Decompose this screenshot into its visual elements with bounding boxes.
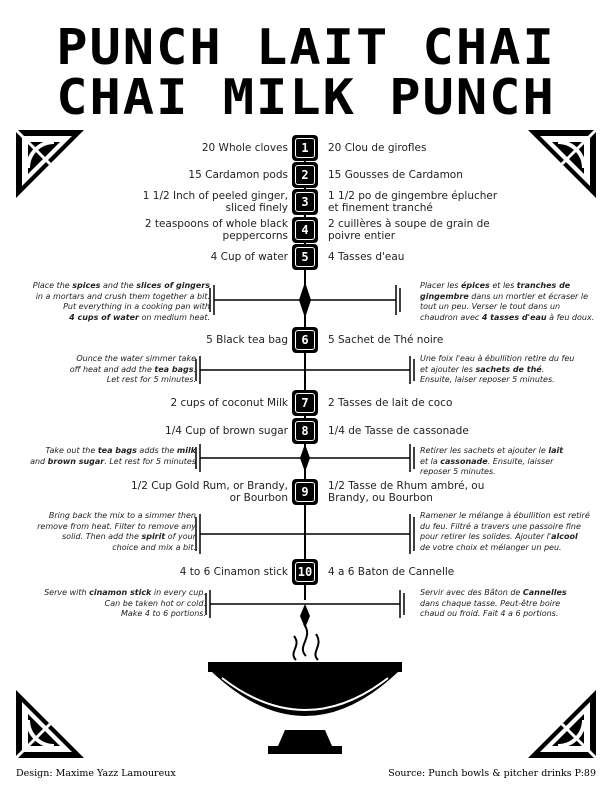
step-number-badge: 2 — [292, 162, 318, 188]
ingredient-french: 2 cuillères à soupe de grain de poivre e… — [328, 218, 490, 242]
ingredient-english: 20 Whole cloves — [201, 142, 288, 154]
step-number: 8 — [295, 421, 315, 441]
ingredient-english: 2 cups of coconut Milk — [170, 397, 288, 409]
punch-bowl-icon — [208, 662, 402, 754]
ingredient-french: 4 a 6 Baton de Cannelle — [328, 566, 455, 578]
ingredient-french: 20 Clou de girofles — [328, 142, 427, 154]
ingredient-english: 1 1/2 Inch of peeled ginger, sliced fine… — [142, 190, 288, 214]
step-number: 9 — [295, 482, 315, 502]
corner-ornament-bottom-right — [528, 690, 598, 760]
ingredient-english: 4 Cup of water — [210, 251, 288, 263]
ingredient-french: 1 1/2 po de gingembre éplucher et fineme… — [328, 190, 498, 214]
step-number-badge: 5 — [292, 244, 318, 270]
footer-design-credit: Design: Maxime Yazz Lamoureux — [16, 768, 176, 779]
step-number: 1 — [295, 138, 315, 158]
step-number: 5 — [295, 247, 315, 267]
ingredient-french: 15 Gousses de Cardamon — [328, 169, 463, 181]
ingredient-french: 1/4 de Tasse de cassonade — [328, 425, 469, 437]
instruction-french: Ramener le mélange à ébullition est reti… — [420, 511, 590, 552]
instruction-english: Place the spices and the slices of ginge… — [32, 281, 210, 322]
branch-4 — [195, 514, 415, 554]
corner-ornament-top-left — [14, 128, 84, 198]
steam-icon — [292, 623, 320, 661]
branch-2 — [195, 356, 415, 384]
ingredient-english: 15 Cardamon pods — [188, 169, 288, 181]
instruction-french: Une foix l'eau à ébullition retire du fe… — [420, 354, 575, 384]
step-number-badge: 8 — [292, 418, 318, 444]
step-number: 7 — [295, 393, 315, 413]
branch-1 — [209, 285, 401, 315]
step-number: 6 — [295, 330, 315, 350]
step-number: 10 — [295, 562, 315, 582]
ingredient-english: 1/4 Cup of brown sugar — [165, 425, 288, 437]
title-french: PUNCH LAIT CHAI — [56, 19, 556, 77]
ingredient-english: 5 Black tea bag — [206, 334, 288, 346]
step-number-badge: 3 — [292, 189, 318, 215]
ingredient-french: 1/2 Tasse de Rhum ambré, ou Brandy, ou B… — [328, 480, 485, 504]
step-number: 4 — [295, 220, 315, 240]
ingredient-french: 4 Tasses d'eau — [328, 251, 405, 263]
branch-5 — [205, 590, 405, 618]
step-number-badge: 4 — [292, 217, 318, 243]
step-number-badge: 9 — [292, 479, 318, 505]
ingredient-french: 5 Sachet de Thé noire — [328, 334, 444, 346]
corner-ornament-top-right — [528, 128, 598, 198]
step-number: 2 — [295, 165, 315, 185]
instruction-english: Serve with cinamon stick in every cup.Ca… — [44, 588, 206, 618]
branch-3 — [195, 444, 415, 472]
ingredient-french: 2 Tasses de lait de coco — [328, 397, 453, 409]
ingredient-english: 2 teaspoons of whole black peppercorns — [144, 218, 288, 242]
title-english: CHAI MILK PUNCH — [56, 69, 556, 127]
spine-node — [300, 604, 310, 628]
step-number: 3 — [295, 192, 315, 212]
ingredient-english: 1/2 Cup Gold Rum, or Brandy, or Bourbon — [131, 480, 288, 504]
step-number-badge: 1 — [292, 135, 318, 161]
footer-source: Source: Punch bowls & pitcher drinks P:8… — [388, 768, 596, 779]
step-number-badge: 6 — [292, 327, 318, 353]
corner-ornament-bottom-left — [14, 690, 84, 760]
ingredient-english: 4 to 6 Cinamon stick — [179, 566, 288, 578]
step-number-badge: 7 — [292, 390, 318, 416]
step-number-badge: 10 — [292, 559, 318, 585]
